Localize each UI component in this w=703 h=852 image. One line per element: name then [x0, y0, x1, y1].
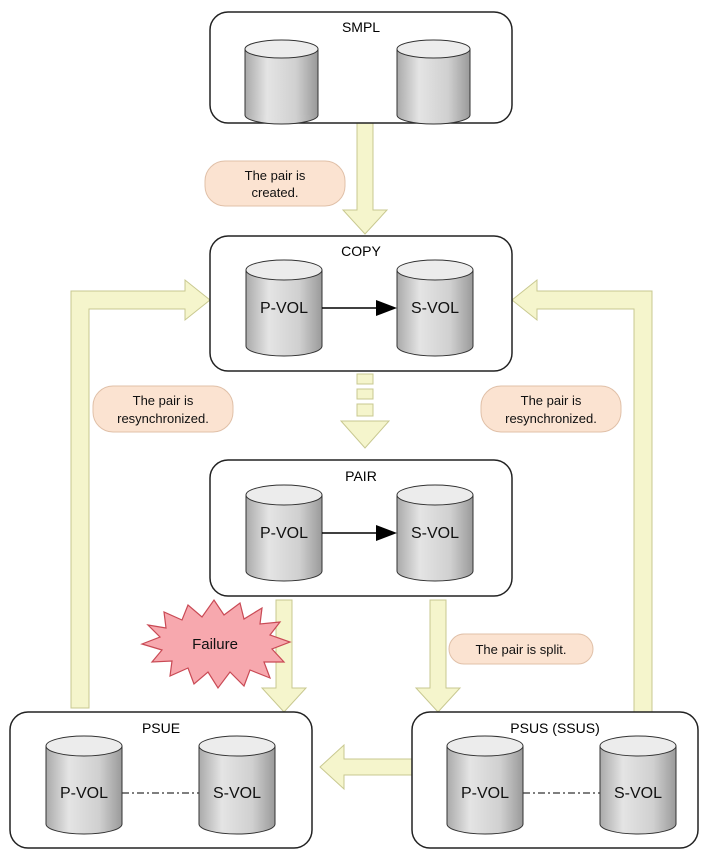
copy-replication-arrow [322, 300, 397, 316]
state-title-psus: PSUS (SSUS) [510, 720, 599, 736]
arrow-psue-to-copy [70, 278, 211, 709]
copy-pvol-cylinder: P-VOL [245, 259, 323, 357]
pair-svol-label: S-VOL [411, 525, 459, 542]
pair-replication-arrow [322, 525, 397, 541]
failure-burst: Failure [140, 598, 292, 690]
psus-svol-cylinder: S-VOL [599, 735, 677, 835]
psus-pvol-label: P-VOL [461, 785, 509, 802]
state-title-pair: PAIR [345, 468, 377, 484]
psue-svol-cylinder: S-VOL [198, 735, 276, 835]
arrow-psus-to-copy [511, 278, 653, 713]
arrow-smpl-to-copy [341, 122, 389, 235]
callout-split: The pair is split. [448, 633, 594, 665]
callout-created: The pair is created. [204, 160, 346, 207]
callout-resync-left-line1: The pair is [133, 393, 194, 408]
psue-svol-label: S-VOL [213, 785, 261, 802]
copy-pvol-label: P-VOL [260, 300, 308, 317]
callout-resync-right: The pair is resynchronized. [480, 385, 622, 433]
state-box-pair: PAIR P-VOL S-VOL [209, 459, 513, 597]
callout-created-line2: created. [252, 185, 299, 200]
state-box-psue: PSUE P-VOL S-VOL [9, 711, 313, 849]
failure-burst-shape [140, 598, 292, 690]
callout-resync-right-line1: The pair is [521, 393, 582, 408]
callout-split-text: The pair is split. [475, 642, 566, 657]
state-box-smpl: SMPL [209, 11, 513, 125]
psus-svol-label: S-VOL [614, 785, 662, 802]
arrow-pair-to-psus [414, 599, 462, 713]
arrow-copy-to-pair [339, 373, 391, 449]
callout-resync-right-line2: resynchronized. [505, 411, 597, 426]
callout-resync-left-line2: resynchronized. [117, 411, 209, 426]
failure-label: Failure [192, 636, 238, 653]
state-title-smpl: SMPL [342, 19, 380, 35]
callout-created-line1: The pair is [245, 168, 306, 183]
state-box-psus: PSUS (SSUS) P-VOL S-VOL [411, 711, 699, 849]
state-box-copy: COPY P-VOL S-VOL [209, 235, 513, 372]
copy-svol-cylinder: S-VOL [396, 259, 474, 357]
pair-svol-cylinder: S-VOL [396, 484, 474, 582]
psue-pvol-label: P-VOL [60, 785, 108, 802]
psus-pvol-cylinder: P-VOL [446, 735, 524, 835]
copy-svol-label: S-VOL [411, 300, 459, 317]
smpl-volume-left [244, 39, 319, 125]
smpl-volume-right [396, 39, 471, 125]
state-title-copy: COPY [341, 243, 381, 259]
pair-pvol-cylinder: P-VOL [245, 484, 323, 582]
arrow-psus-to-psue [319, 743, 414, 791]
arrow-pair-to-psue [260, 599, 308, 713]
psue-pvol-cylinder: P-VOL [45, 735, 123, 835]
transition-arrows [70, 122, 653, 791]
callout-resync-left: The pair is resynchronized. [92, 385, 234, 433]
state-title-psue: PSUE [142, 720, 180, 736]
pair-pvol-label: P-VOL [260, 525, 308, 542]
